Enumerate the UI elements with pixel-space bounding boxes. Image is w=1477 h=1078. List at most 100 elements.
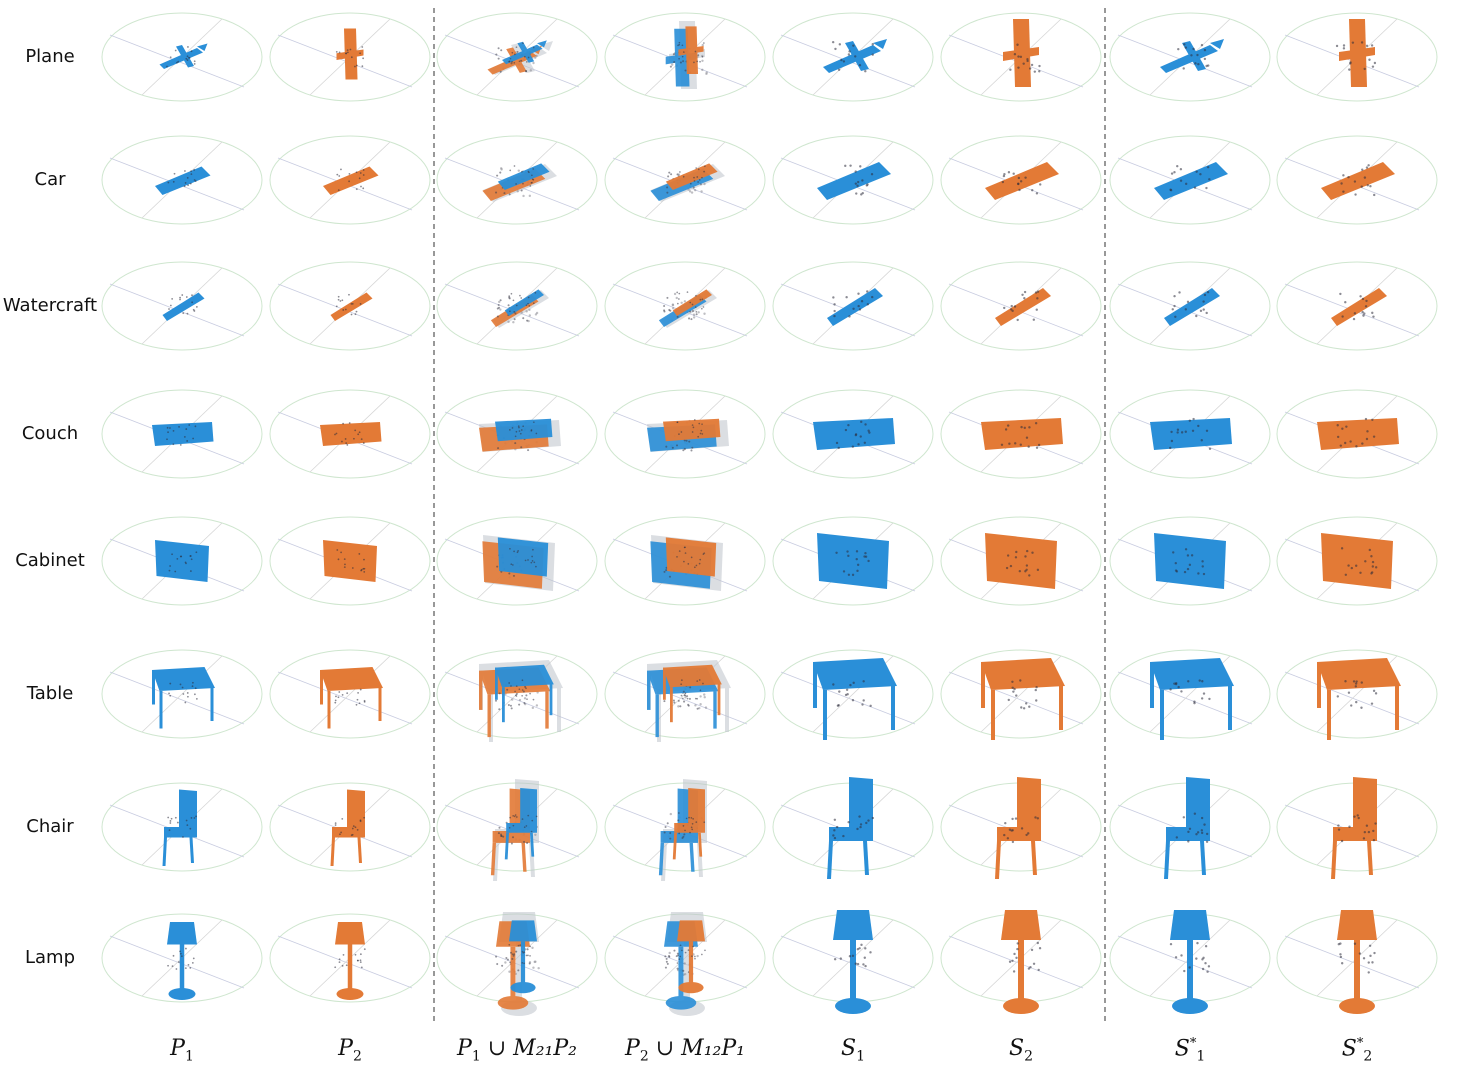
point-speckle (678, 812, 680, 814)
point-speckle (193, 63, 196, 65)
point-cloud-shape (502, 40, 547, 65)
point-speckle (1356, 814, 1359, 817)
point-speckle (525, 825, 528, 827)
point-speckle (1348, 825, 1351, 828)
point-speckle (348, 422, 351, 424)
point-speckle (1016, 947, 1019, 951)
point-speckle (669, 65, 672, 68)
point-speckle (691, 431, 694, 433)
point-speckle (856, 962, 860, 966)
point-speckle (688, 816, 690, 819)
point-speckle (697, 311, 700, 314)
point-speckle (1350, 704, 1353, 707)
point-cloud-part (176, 45, 194, 68)
point-speckle (1034, 816, 1037, 819)
point-speckle (508, 682, 511, 684)
column-label-sub: 2 (352, 1048, 362, 1065)
point-speckle (340, 551, 342, 554)
point-speckle (509, 547, 511, 550)
point-speckle (1176, 164, 1179, 168)
point-speckle (1208, 447, 1212, 451)
ground-ellipse (1276, 649, 1438, 739)
point-speckle (671, 446, 674, 449)
point-speckle (495, 955, 498, 958)
point-speckle (1365, 824, 1369, 827)
point-speckle (1014, 442, 1017, 445)
point-cloud-shape (981, 418, 1063, 450)
point-speckle (668, 308, 671, 311)
point-speckle (190, 170, 193, 173)
point-speckle (1025, 702, 1028, 705)
point-cloud-shape (504, 788, 538, 860)
point-speckle (352, 437, 355, 440)
point-speckle (1206, 970, 1209, 973)
point-speckle (514, 690, 516, 693)
column-label-symbol: P (170, 1036, 185, 1061)
point-speckle (174, 570, 177, 573)
point-speckle (1191, 429, 1195, 432)
point-speckle (1203, 823, 1206, 826)
point-cloud-part (1018, 940, 1024, 1002)
point-speckle (1025, 436, 1029, 439)
point-cloud-part (725, 688, 729, 732)
point-speckle (511, 698, 514, 701)
point-cloud-part (1317, 662, 1321, 708)
point-speckle (1336, 695, 1340, 698)
point-speckle (1175, 682, 1178, 685)
point-speckle (1371, 418, 1374, 422)
point-speckle (355, 188, 358, 191)
point-speckle (1349, 440, 1352, 443)
point-speckle (700, 190, 703, 193)
point-speckle (1370, 44, 1374, 47)
point-speckle (530, 830, 533, 833)
point-speckle (515, 304, 518, 307)
ground-ellipse (1276, 261, 1438, 351)
point-cloud-part (663, 664, 722, 688)
point-speckle (1195, 314, 1198, 318)
point-speckle (849, 683, 852, 687)
point-cloud-part (713, 691, 717, 729)
point-speckle (831, 40, 835, 44)
point-speckle (684, 69, 687, 72)
point-speckle (1034, 688, 1037, 692)
point-speckle (1187, 680, 1190, 683)
point-cloud-part (330, 837, 335, 866)
point-speckle (360, 569, 362, 572)
point-speckle (678, 433, 680, 435)
point-speckle (1188, 827, 1192, 830)
point-speckle (696, 954, 699, 958)
point-speckle (701, 43, 704, 47)
point-cloud-shape (672, 289, 712, 316)
ground-ellipse (269, 649, 431, 739)
point-speckle (501, 964, 504, 967)
point-speckle (682, 60, 685, 63)
point-speckle (867, 819, 870, 822)
point-speckle (1344, 300, 1347, 304)
point-cloud-shape (663, 418, 721, 442)
ground-ellipse (436, 516, 598, 606)
point-speckle (346, 49, 349, 51)
point-speckle (871, 43, 874, 46)
point-cloud-part (162, 292, 205, 321)
point-speckle (363, 816, 366, 819)
point-speckle (1036, 817, 1040, 820)
point-speckle (690, 817, 693, 819)
point-speckle (508, 193, 511, 196)
point-cloud-part (502, 44, 543, 65)
point-speckle (1339, 292, 1342, 296)
point-speckle (496, 307, 499, 310)
point-cloud-part (1170, 910, 1210, 940)
point-speckle (678, 292, 681, 295)
column-label-sub: 2 (1024, 1048, 1033, 1065)
point-speckle (691, 303, 694, 306)
cell-r3-c6 (940, 261, 1102, 351)
point-speckle (354, 65, 356, 68)
point-speckle (525, 687, 527, 690)
point-speckle (1022, 62, 1025, 65)
point-speckle (1202, 300, 1205, 303)
point-speckle (1205, 186, 1208, 190)
point-cloud-part (1333, 827, 1377, 841)
point-speckle (186, 55, 189, 58)
point-cloud-shape (152, 667, 215, 729)
point-speckle (510, 563, 513, 566)
